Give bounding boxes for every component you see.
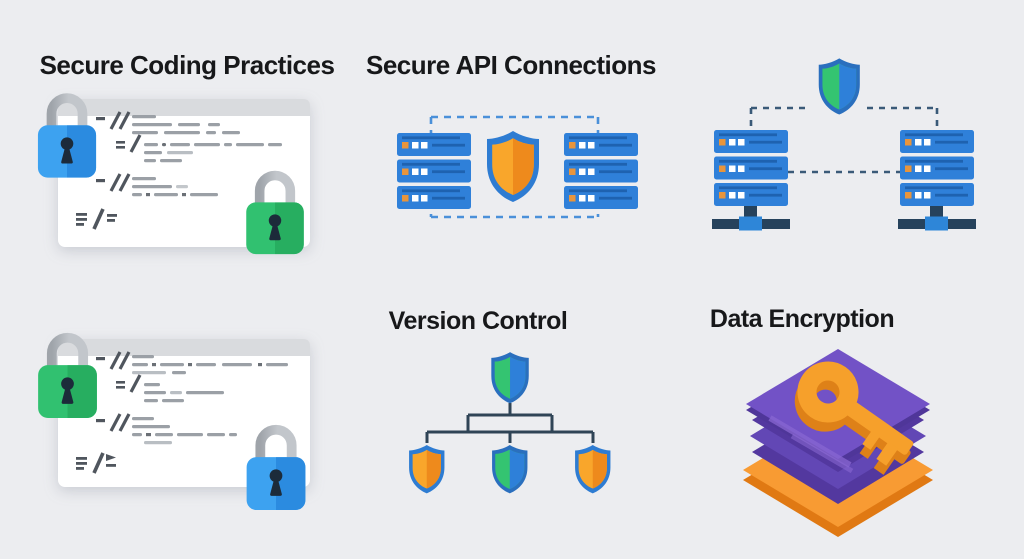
section-title-api-connections: Secure API Connections — [366, 50, 657, 80]
code-lines — [76, 351, 288, 474]
section-title-data-encryption: Data Encryption — [709, 305, 895, 333]
version-control-diagram — [409, 352, 611, 494]
keyhole — [268, 214, 282, 241]
section-title-version-control: Version Control — [388, 307, 568, 335]
padlock-blue-icon — [37, 93, 97, 178]
led-orange — [402, 142, 409, 149]
server-network-diagram — [712, 58, 976, 231]
keyhole — [60, 137, 74, 164]
key-icon — [794, 361, 914, 475]
server-stand — [712, 206, 790, 231]
shackle — [255, 424, 297, 464]
api-connection-diagram — [397, 115, 638, 219]
padlock-green-icon — [246, 170, 304, 255]
server-tower-icon — [898, 130, 976, 231]
shackle — [46, 93, 88, 132]
server-rack-icon — [564, 133, 638, 209]
shackle — [254, 170, 296, 209]
server-tower-icon — [712, 130, 790, 231]
shield-orange-icon — [575, 445, 611, 494]
server-stand — [898, 206, 976, 231]
section-title-secure-coding: Secure Coding Practices — [39, 50, 335, 80]
shield-green-blue-icon — [492, 445, 528, 494]
shield-green-blue-icon — [491, 352, 529, 404]
padlock-green-icon — [38, 332, 97, 419]
shackle — [46, 332, 89, 372]
code-window-icon — [58, 339, 310, 487]
dashed-connections — [749, 106, 939, 174]
keyhole — [61, 377, 74, 404]
code-window-header — [58, 339, 310, 356]
shield-orange-icon — [487, 131, 539, 202]
server-rack-icon — [397, 133, 471, 209]
code-lines — [76, 111, 282, 230]
keyhole — [269, 469, 283, 496]
padlock-blue-icon — [246, 424, 306, 511]
data-encryption-illustration — [743, 349, 933, 537]
shield-green-blue-icon — [818, 58, 860, 115]
shield-orange-icon — [409, 445, 445, 494]
tree-connector — [425, 403, 595, 443]
code-window-header — [58, 99, 310, 116]
